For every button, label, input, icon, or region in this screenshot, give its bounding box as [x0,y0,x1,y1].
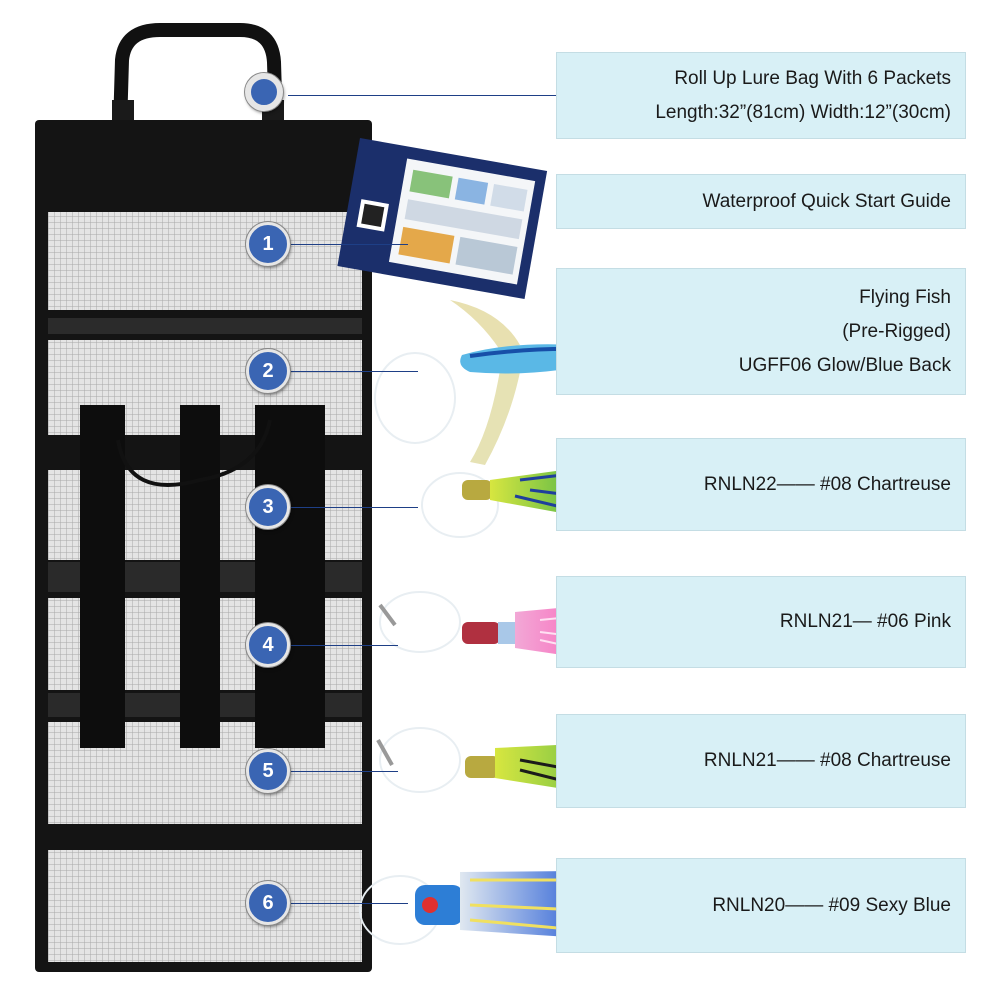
badge-6: 6 [246,881,290,925]
callout-lure-5-line-1: RNLN21—— #08 Chartreuse [703,750,951,771]
badge-3: 3 [246,485,290,529]
leader-line-6 [288,903,408,904]
callout-lure-6: RNLN20—— #09 Sexy Blue [556,858,966,953]
leader-line-5 [288,771,398,772]
leader-line-2 [288,371,418,372]
callout-lure-4-line-1: RNLN21— #06 Pink [779,611,951,632]
leader-line-1 [288,244,408,245]
leader-line-4 [288,645,398,646]
callout-lure-6-line-1: RNLN20—— #09 Sexy Blue [712,894,951,916]
callout-bag: Roll Up Lure Bag With 6 Packets Length:3… [556,52,966,139]
leader-line-bag [288,95,556,96]
callout-flying-fish-line-2: (Pre-Rigged) [842,320,951,342]
callout-lure-5: RNLN21—— #08 Chartreuse [556,714,966,808]
callout-lure-3-line-1: RNLN22—— #08 Chartreuse [703,473,951,495]
badge-4: 4 [246,623,290,667]
callout-lure-4: RNLN21— #06 Pink [556,576,966,668]
badge-bag [245,73,283,111]
roll-up-bag [35,120,372,972]
callout-guide: Waterproof Quick Start Guide [556,174,966,229]
badge-2: 2 [246,349,290,393]
badge-1: 1 [246,222,290,266]
quick-start-guide-card [337,138,548,300]
callout-bag-line-2: Length:32”(81cm) Width:12”(30cm) [655,101,951,123]
callout-lure-3: RNLN22—— #08 Chartreuse [556,438,966,531]
callout-bag-line-1: Roll Up Lure Bag With 6 Packets [674,67,951,89]
badge-5: 5 [246,749,290,793]
callout-flying-fish-line-1: Flying Fish [859,286,951,308]
leader-line-3 [288,507,418,508]
callout-flying-fish: Flying Fish (Pre-Rigged) UGFF06 Glow/Blu… [556,268,966,395]
callout-flying-fish-line-3: UGFF06 Glow/Blue Back [738,354,951,376]
callout-guide-line-1: Waterproof Quick Start Guide [702,190,951,212]
